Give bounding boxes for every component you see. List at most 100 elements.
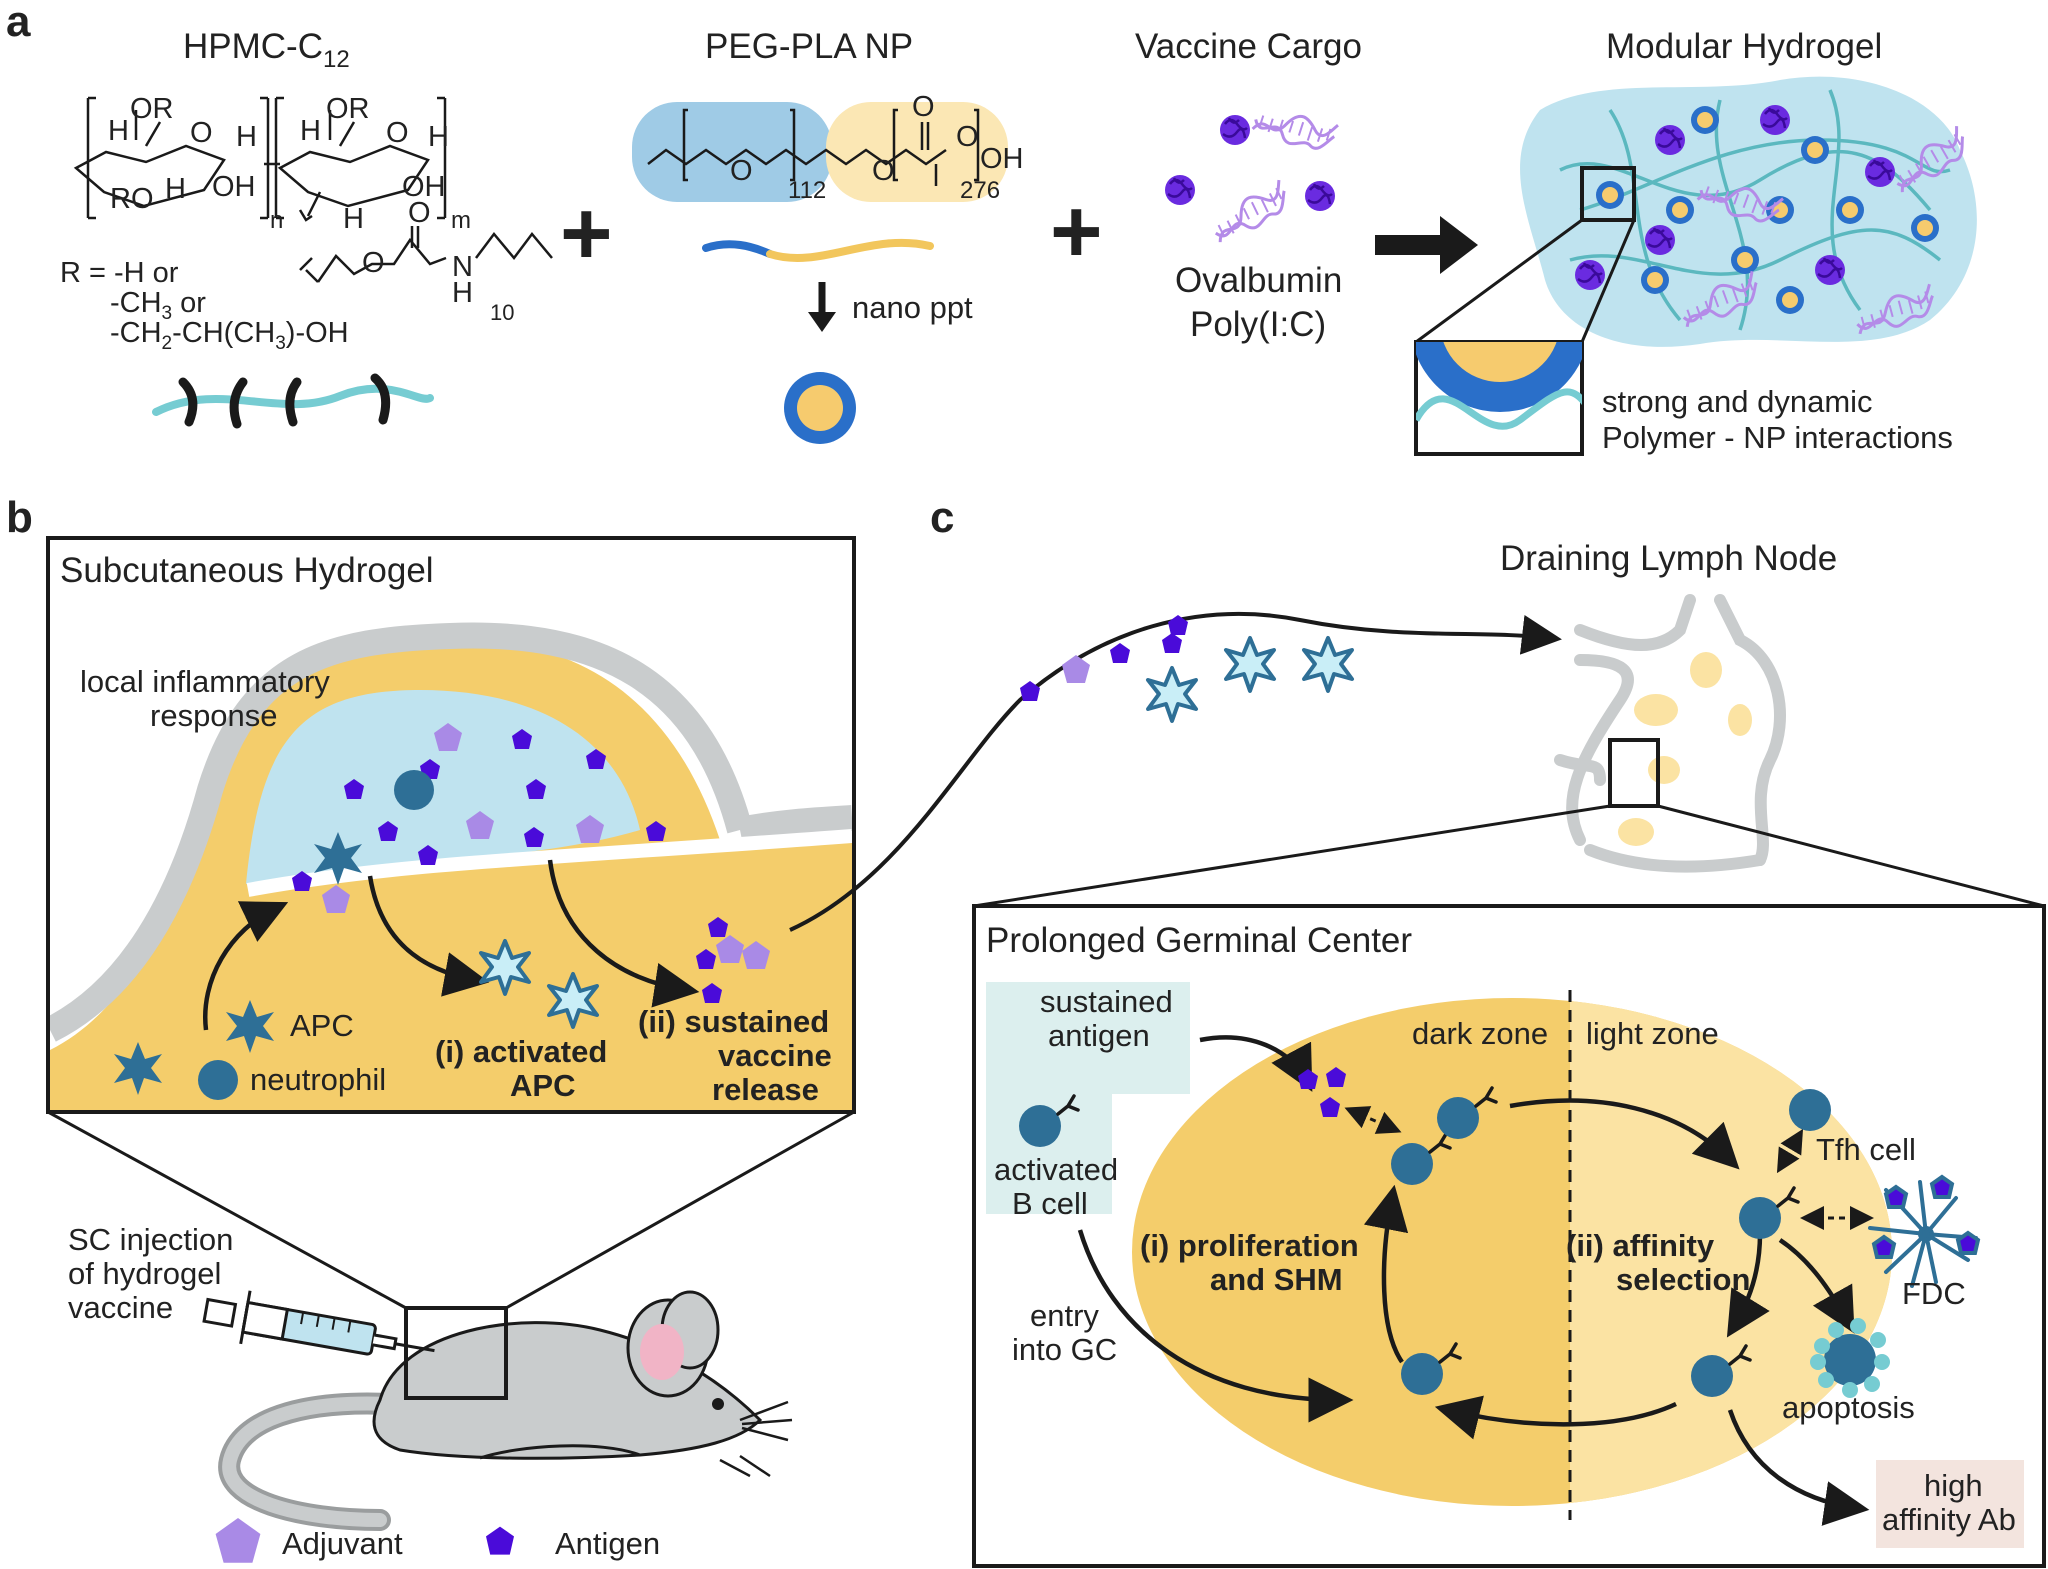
sustained-antigen-line-2: antigen [1048, 1018, 1150, 1053]
panel-c-label: c [930, 493, 954, 542]
antigen-legend-icon [486, 1526, 514, 1555]
syringe-icon [202, 1290, 435, 1356]
activated-bcell-line-2: B cell [1012, 1186, 1088, 1221]
zoom-inset [1414, 218, 1636, 456]
peg-pla-chain-icon [702, 238, 934, 262]
dodecyl-carbamate: O O N H 10 [299, 197, 553, 325]
svg-text:O: O [956, 121, 979, 153]
svg-text:R = -H or: R = -H or [60, 257, 179, 289]
affinity-line-1: (ii) affinity [1566, 1228, 1715, 1263]
nano-ppt-arrow: nano ppt [808, 282, 973, 332]
subcutaneous-title: Subcutaneous Hydrogel [60, 551, 434, 590]
germinal-center-box [1608, 738, 1660, 808]
svg-text:OR: OR [130, 93, 174, 125]
nanoparticle-icon [784, 372, 856, 444]
injection-line-3: vaccine [68, 1290, 173, 1325]
hpmc-title: HPMC-C12 [183, 27, 350, 73]
process-arrows-b [202, 859, 700, 1031]
lymph-node-icon [1554, 594, 1786, 873]
svg-text:O: O [730, 155, 753, 187]
svg-text:276: 276 [960, 177, 1000, 204]
neutrophil-label: neutrophil [250, 1062, 386, 1097]
sustained-antigen-box [986, 982, 1190, 1094]
hpmc-chain-icon [152, 373, 434, 429]
svg-text:O: O [912, 91, 935, 123]
sustained-release-line-2: vaccine [718, 1038, 832, 1073]
svg-text:H: H [108, 115, 129, 147]
svg-text:-CH2-CH(CH3)-OH: -CH2-CH(CH3)-OH [110, 317, 349, 354]
injection-line-1: SC injection [68, 1222, 233, 1257]
trafficking-particles [1020, 615, 1354, 723]
proliferation-line-2: and SHM [1210, 1262, 1343, 1297]
gc-cycle-arrows [1077, 1035, 1870, 1526]
svg-text:H: H [300, 115, 321, 147]
inflammatory-line-1: local inflammatory [80, 664, 330, 699]
apoptosis-label: apoptosis [1782, 1390, 1915, 1425]
svg-text:O: O [408, 197, 431, 229]
peg-pla-title: PEG-PLA NP [705, 27, 913, 66]
entry-line-1: entry [1030, 1298, 1099, 1333]
mouse-illustration [218, 1290, 793, 1531]
tfh-label: Tfh cell [1816, 1132, 1916, 1167]
svg-text:OR: OR [326, 93, 370, 125]
svg-text:H: H [236, 121, 257, 153]
light-zone-label: light zone [1586, 1016, 1719, 1051]
svg-text:O: O [872, 155, 895, 187]
legend-adjuvant: Adjuvant [282, 1526, 403, 1561]
lymph-follicles [1618, 652, 1752, 846]
right-arrow-icon [1375, 216, 1478, 274]
affinity-line-2: selection [1616, 1262, 1750, 1297]
svg-text:N: N [452, 251, 473, 283]
panel-a-label: a [6, 0, 31, 46]
hpmc-atoms: OR H O H OH RO H n OR H O H OH H m [108, 93, 471, 235]
peg-pla-structure: O O O O OH 112 276 [632, 91, 1024, 204]
svg-text:H: H [428, 121, 449, 153]
gc-bcells [1389, 1086, 1831, 1399]
legend: Adjuvant Antigen [215, 1518, 660, 1563]
cargo-polyic: Poly(I:C) [1190, 305, 1326, 344]
lymph-trafficking-arrow [789, 611, 1562, 932]
proliferation-line-1: (i) proliferation [1140, 1228, 1359, 1263]
gc-dashed-interactions [1344, 1106, 1874, 1230]
svg-text:RO: RO [110, 183, 154, 215]
zoom-lines-c [973, 804, 2045, 908]
hydrogel-contents [292, 723, 666, 913]
legend-antigen: Antigen [555, 1526, 660, 1561]
apc-label: APC [290, 1008, 354, 1043]
injection-site-box [404, 1306, 508, 1400]
svg-text:OH: OH [980, 143, 1024, 175]
zoom-lines-b [47, 1110, 855, 1310]
vaccine-cargo-title: Vaccine Cargo [1135, 27, 1362, 66]
svg-text:n: n [270, 207, 283, 234]
svg-text:nano ppt: nano ppt [852, 290, 973, 325]
entry-line-2: into GC [1012, 1332, 1117, 1367]
activated-apc-line-2: APC [510, 1068, 575, 1103]
sustained-release-line-3: release [712, 1072, 819, 1107]
svg-text:O: O [190, 117, 213, 149]
svg-text:H: H [452, 277, 473, 309]
plus-sign-1: + [560, 184, 613, 284]
adjuvant-legend-icon [215, 1518, 261, 1563]
sustained-release-line-1: (ii) sustained [638, 1004, 829, 1039]
injection-line-2: of hydrogel [68, 1256, 221, 1291]
r-group-definitions: R = -H or -CH3 or -CH2-CH(CH3)-OH [60, 257, 349, 354]
high-affinity-box [1876, 1460, 2024, 1548]
dark-zone-label: dark zone [1412, 1016, 1548, 1051]
svg-text:OH: OH [212, 171, 256, 203]
lymph-node-title: Draining Lymph Node [1500, 539, 1837, 578]
inflammatory-line-2: response [150, 698, 278, 733]
activated-bcell-line-1: activated [994, 1152, 1118, 1187]
vaccine-cargo-icons [1163, 98, 1340, 246]
svg-text:H: H [343, 203, 364, 235]
interaction-line-1: strong and dynamic [1602, 384, 1873, 419]
panel-b-label: b [6, 493, 33, 542]
svg-text:-CH3 or: -CH3 or [110, 287, 206, 324]
modular-hydrogel-title: Modular Hydrogel [1606, 27, 1882, 66]
modular-hydrogel-icon [1520, 76, 1977, 347]
svg-text:10: 10 [490, 300, 514, 325]
sustained-antigen-line-1: sustained [1040, 984, 1173, 1019]
fdc-label: FDC [1902, 1276, 1966, 1311]
cargo-ovalbumin: Ovalbumin [1175, 261, 1342, 300]
